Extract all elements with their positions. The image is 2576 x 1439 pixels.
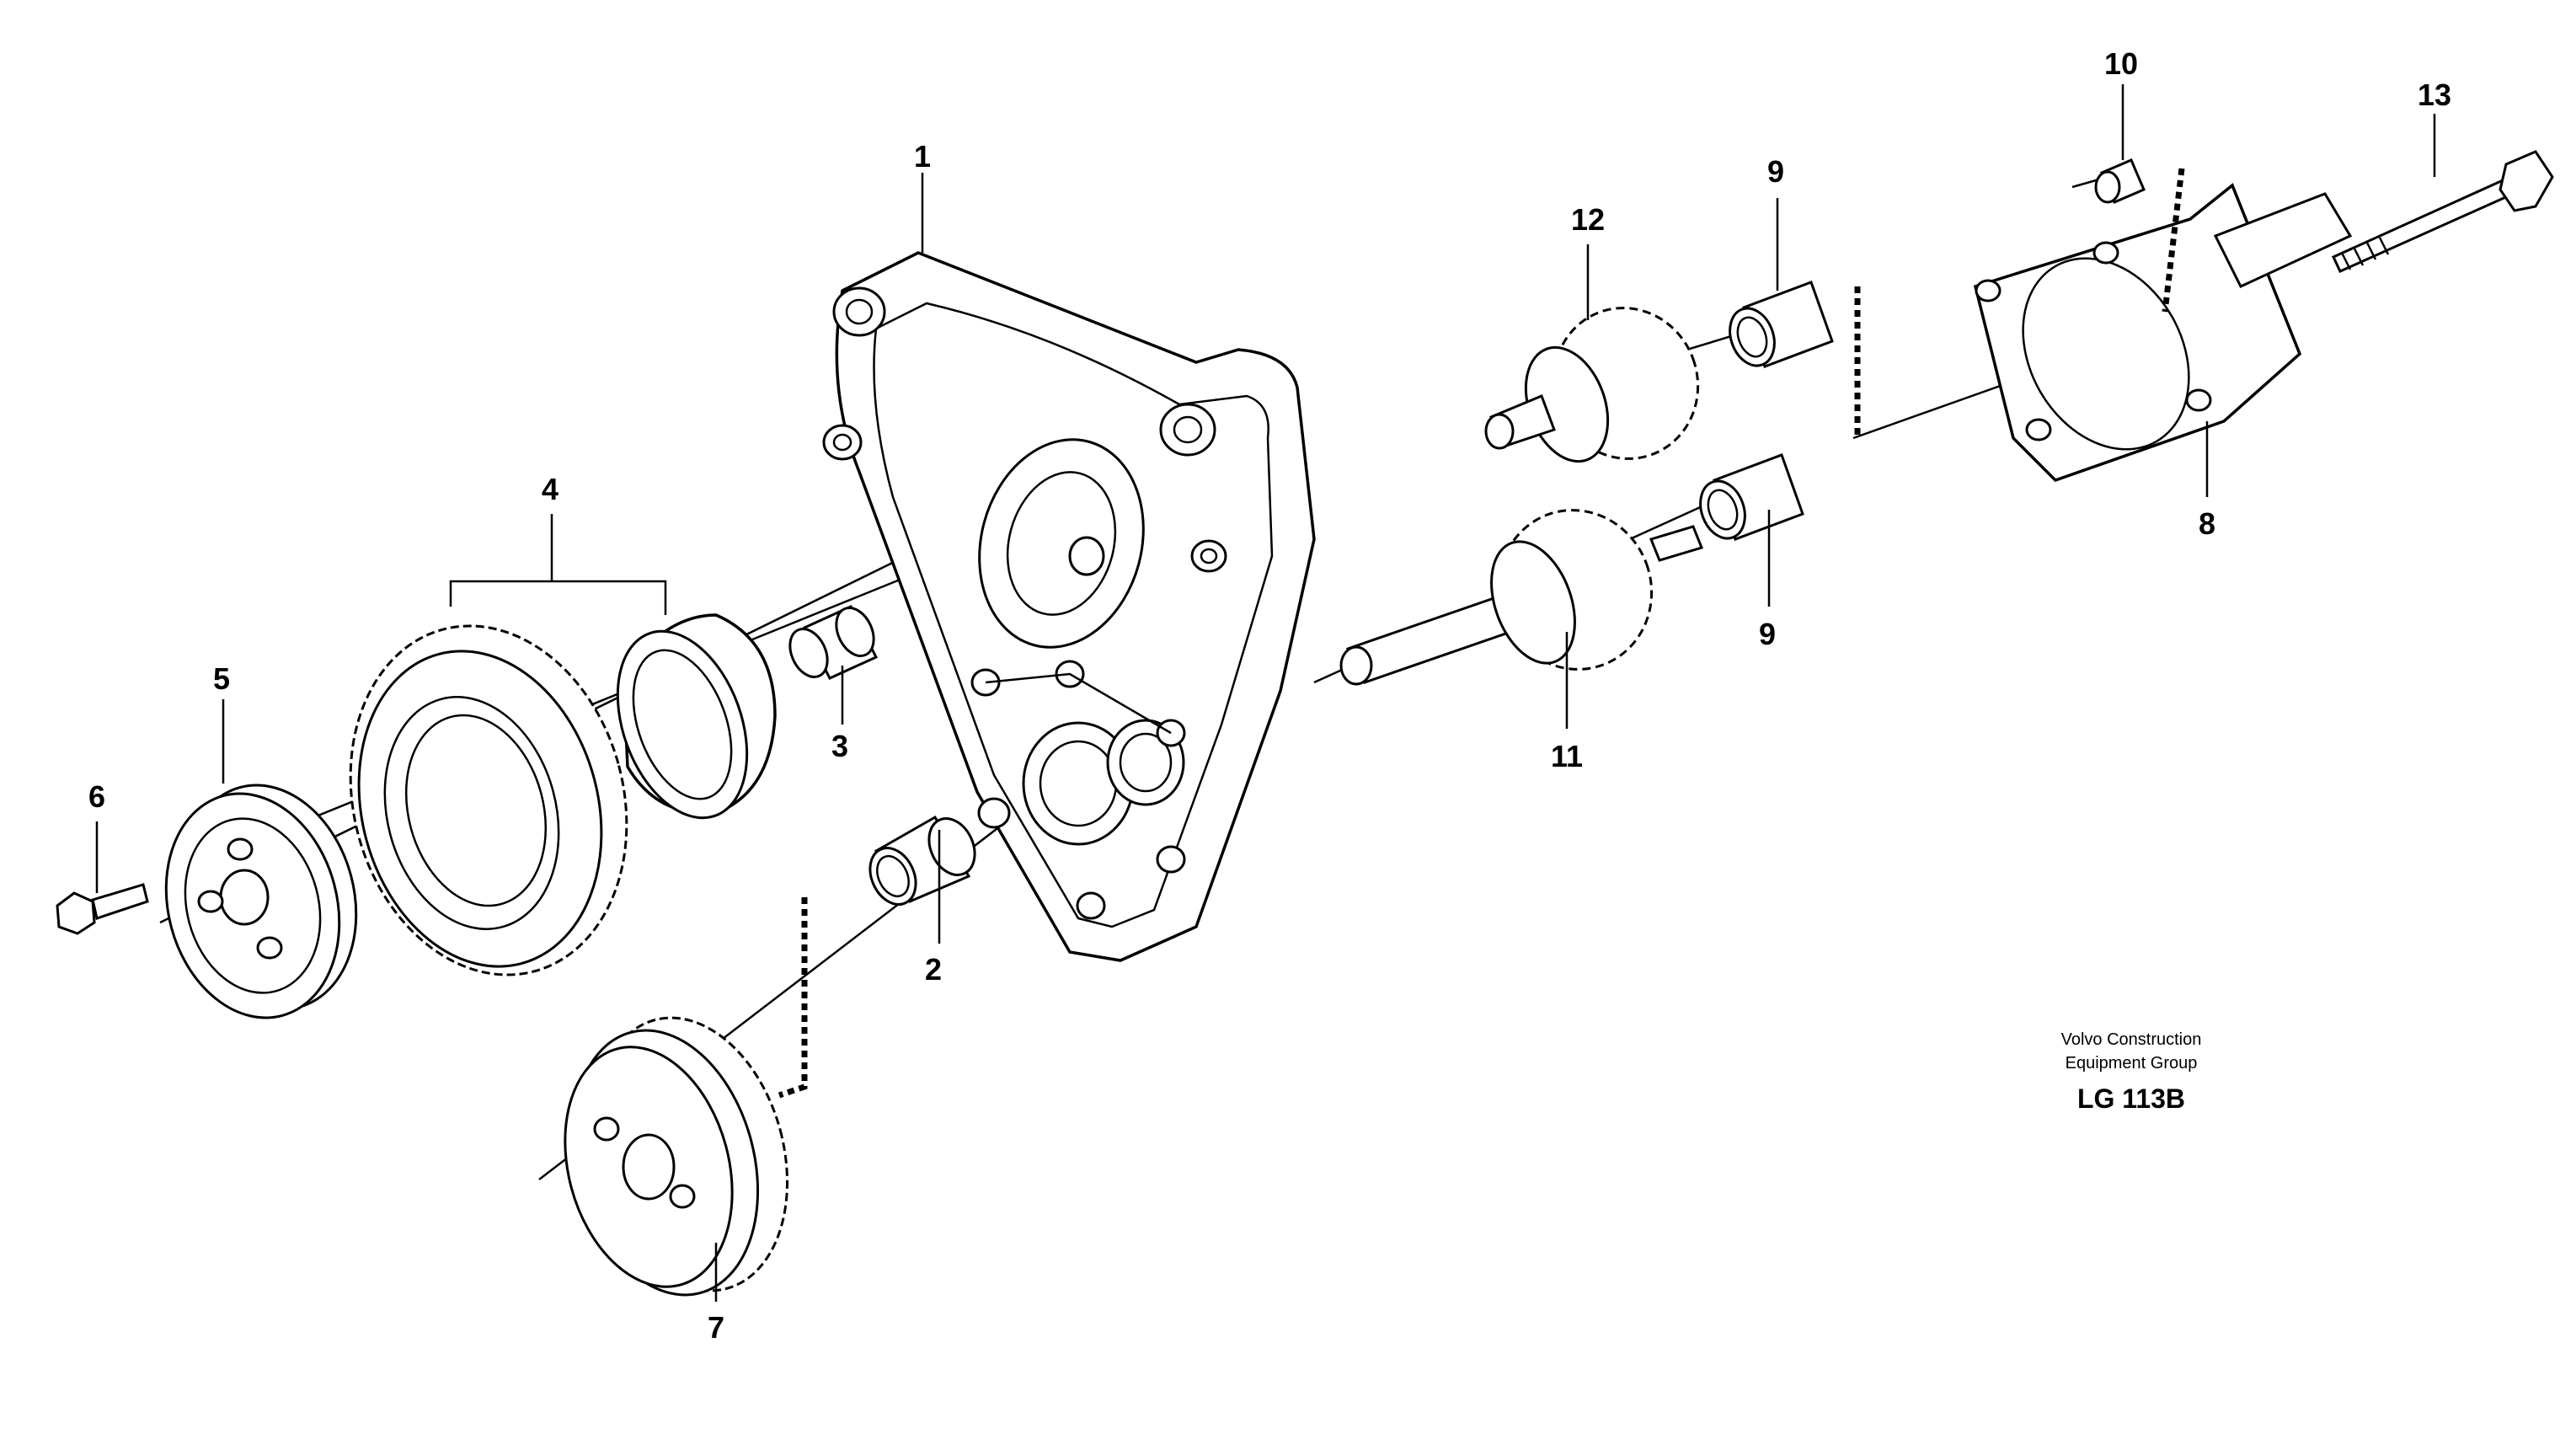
locating-sleeve	[2094, 158, 2146, 204]
credit-block: Volvo Construction Equipment Group LG 11…	[2061, 1030, 2202, 1114]
label-part-3: 3	[831, 729, 848, 763]
label-part-4: 4	[542, 472, 558, 506]
label-part-9-lower: 9	[1759, 617, 1776, 651]
label-part-6: 6	[88, 779, 105, 814]
credit-line-2: Equipment Group	[2066, 1054, 2198, 1073]
label-part-5: 5	[213, 661, 230, 696]
hub-bolt	[56, 883, 149, 935]
pump-housing	[822, 251, 1316, 962]
pump-gear-driven	[1339, 509, 1704, 686]
bushing-lower	[868, 815, 976, 906]
label-part-9-upper: 9	[1767, 154, 1784, 189]
label-part-8: 8	[2199, 506, 2215, 541]
bushing-upper	[1729, 281, 1834, 368]
credit-line-1: Volvo Construction	[2061, 1030, 2202, 1049]
bushing-middle	[1699, 453, 1804, 541]
label-part-10: 10	[2104, 46, 2138, 81]
label-part-11: 11	[1551, 739, 1583, 773]
gear-hub	[164, 784, 358, 1019]
pump-cover	[1973, 183, 2353, 483]
label-part-12: 12	[1571, 202, 1605, 237]
label-part-2: 2	[925, 952, 942, 987]
drawing-code: LG 113B	[2077, 1083, 2185, 1114]
idler-gear-assembly	[349, 613, 777, 976]
label-part-1: 1	[914, 139, 931, 174]
pump-gear-drive	[1484, 307, 1700, 463]
alignment-dashes	[778, 168, 2185, 1099]
cover-bolt	[2331, 150, 2554, 273]
label-part-13: 13	[2418, 78, 2451, 112]
dowel-sleeve	[788, 605, 879, 680]
drive-gear	[564, 1016, 789, 1297]
leader-lines	[95, 84, 2436, 1302]
label-part-7: 7	[708, 1310, 724, 1345]
part-labels: 1 2 3 4 5 6 7 8 9 9 10 11 12 13	[88, 46, 2451, 1345]
